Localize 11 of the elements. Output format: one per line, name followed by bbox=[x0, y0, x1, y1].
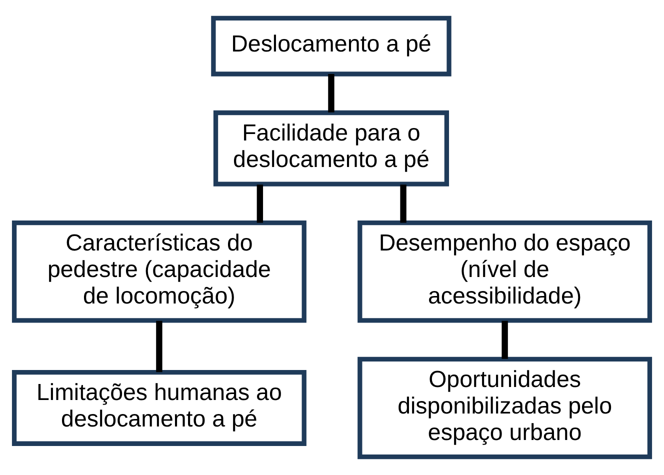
node-box: Oportunidades disponibilizadas pelo espaço urbano bbox=[358, 356, 652, 460]
connector bbox=[502, 320, 508, 359]
connector bbox=[256, 184, 264, 223]
node-box: Desempenho do espaço (nível de acessibilidade) bbox=[358, 220, 652, 323]
node-box: Limitações humanas ao deslocamento a pé bbox=[12, 370, 306, 446]
node-box: Deslocamento a pé bbox=[211, 16, 452, 76]
node-box: Características do pedestre (capacidade de locomoção) bbox=[12, 220, 306, 323]
node-box: Facilidade para o deslocamento a pé bbox=[213, 110, 449, 186]
connector bbox=[400, 184, 406, 223]
connector bbox=[156, 320, 162, 372]
connector bbox=[328, 74, 334, 112]
